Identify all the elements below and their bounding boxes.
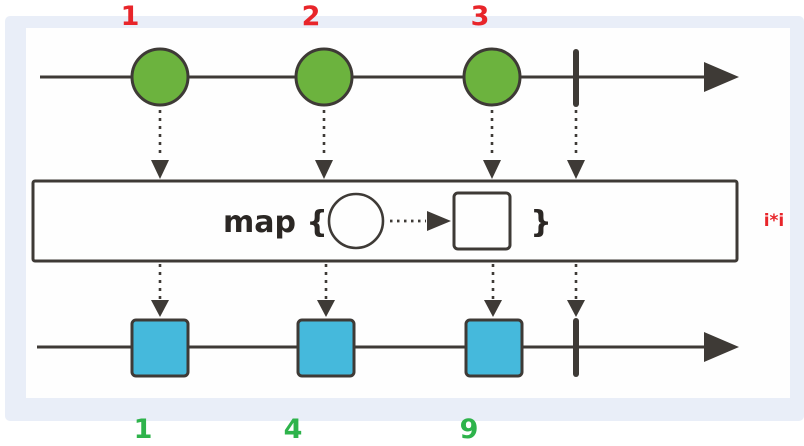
output-marble-3-icon — [464, 318, 524, 378]
output-marble-2-icon — [296, 318, 356, 378]
operator-box: map { } — [31, 179, 739, 263]
connector-arrowhead-icon — [483, 160, 501, 179]
output-marble-label-4: 4 — [284, 414, 303, 445]
input-marble-2-icon — [294, 47, 354, 107]
input-timeline — [40, 47, 739, 107]
output-timeline-arrowhead-icon — [704, 332, 739, 362]
output-connector-2 — [317, 264, 335, 317]
operator-label-open: map { — [223, 205, 328, 240]
input-marble-label-2: 2 — [302, 1, 321, 32]
operator-label-close: } — [530, 205, 551, 240]
connector-arrowhead-icon — [151, 300, 169, 317]
operator-box-frame — [31, 179, 739, 263]
connector-arrowhead-icon — [151, 160, 169, 179]
input-connector-2 — [315, 110, 333, 179]
output-connector-complete — [567, 264, 585, 317]
connector-arrowhead-icon — [315, 160, 333, 179]
operator-input-placeholder-circle-icon — [327, 192, 385, 250]
output-marble-1-icon — [130, 318, 190, 378]
input-connector-3 — [483, 110, 501, 179]
operator-transform-arrowhead-icon — [427, 211, 451, 231]
output-marble-label-9: 9 — [460, 414, 479, 445]
input-connector-1 — [151, 110, 169, 179]
input-marble-label-3: 3 — [471, 1, 490, 32]
output-connector-1 — [151, 264, 169, 317]
connector-arrowhead-icon — [484, 300, 502, 317]
output-connector-3 — [484, 264, 502, 317]
output-marble-label-1: 1 — [134, 414, 153, 445]
input-marble-label-1: 1 — [121, 1, 140, 32]
connector-arrowhead-icon — [317, 300, 335, 317]
operator-output-placeholder-square-icon — [452, 191, 512, 251]
operator-function-label: i*i — [764, 211, 785, 231]
output-timeline — [37, 318, 739, 378]
connector-arrowhead-icon — [567, 300, 585, 317]
input-connector-complete — [567, 110, 585, 179]
input-marble-1-icon — [130, 47, 190, 107]
input-marble-3-icon — [462, 47, 522, 107]
connector-arrowhead-icon — [567, 160, 585, 179]
input-timeline-arrowhead-icon — [704, 62, 739, 92]
